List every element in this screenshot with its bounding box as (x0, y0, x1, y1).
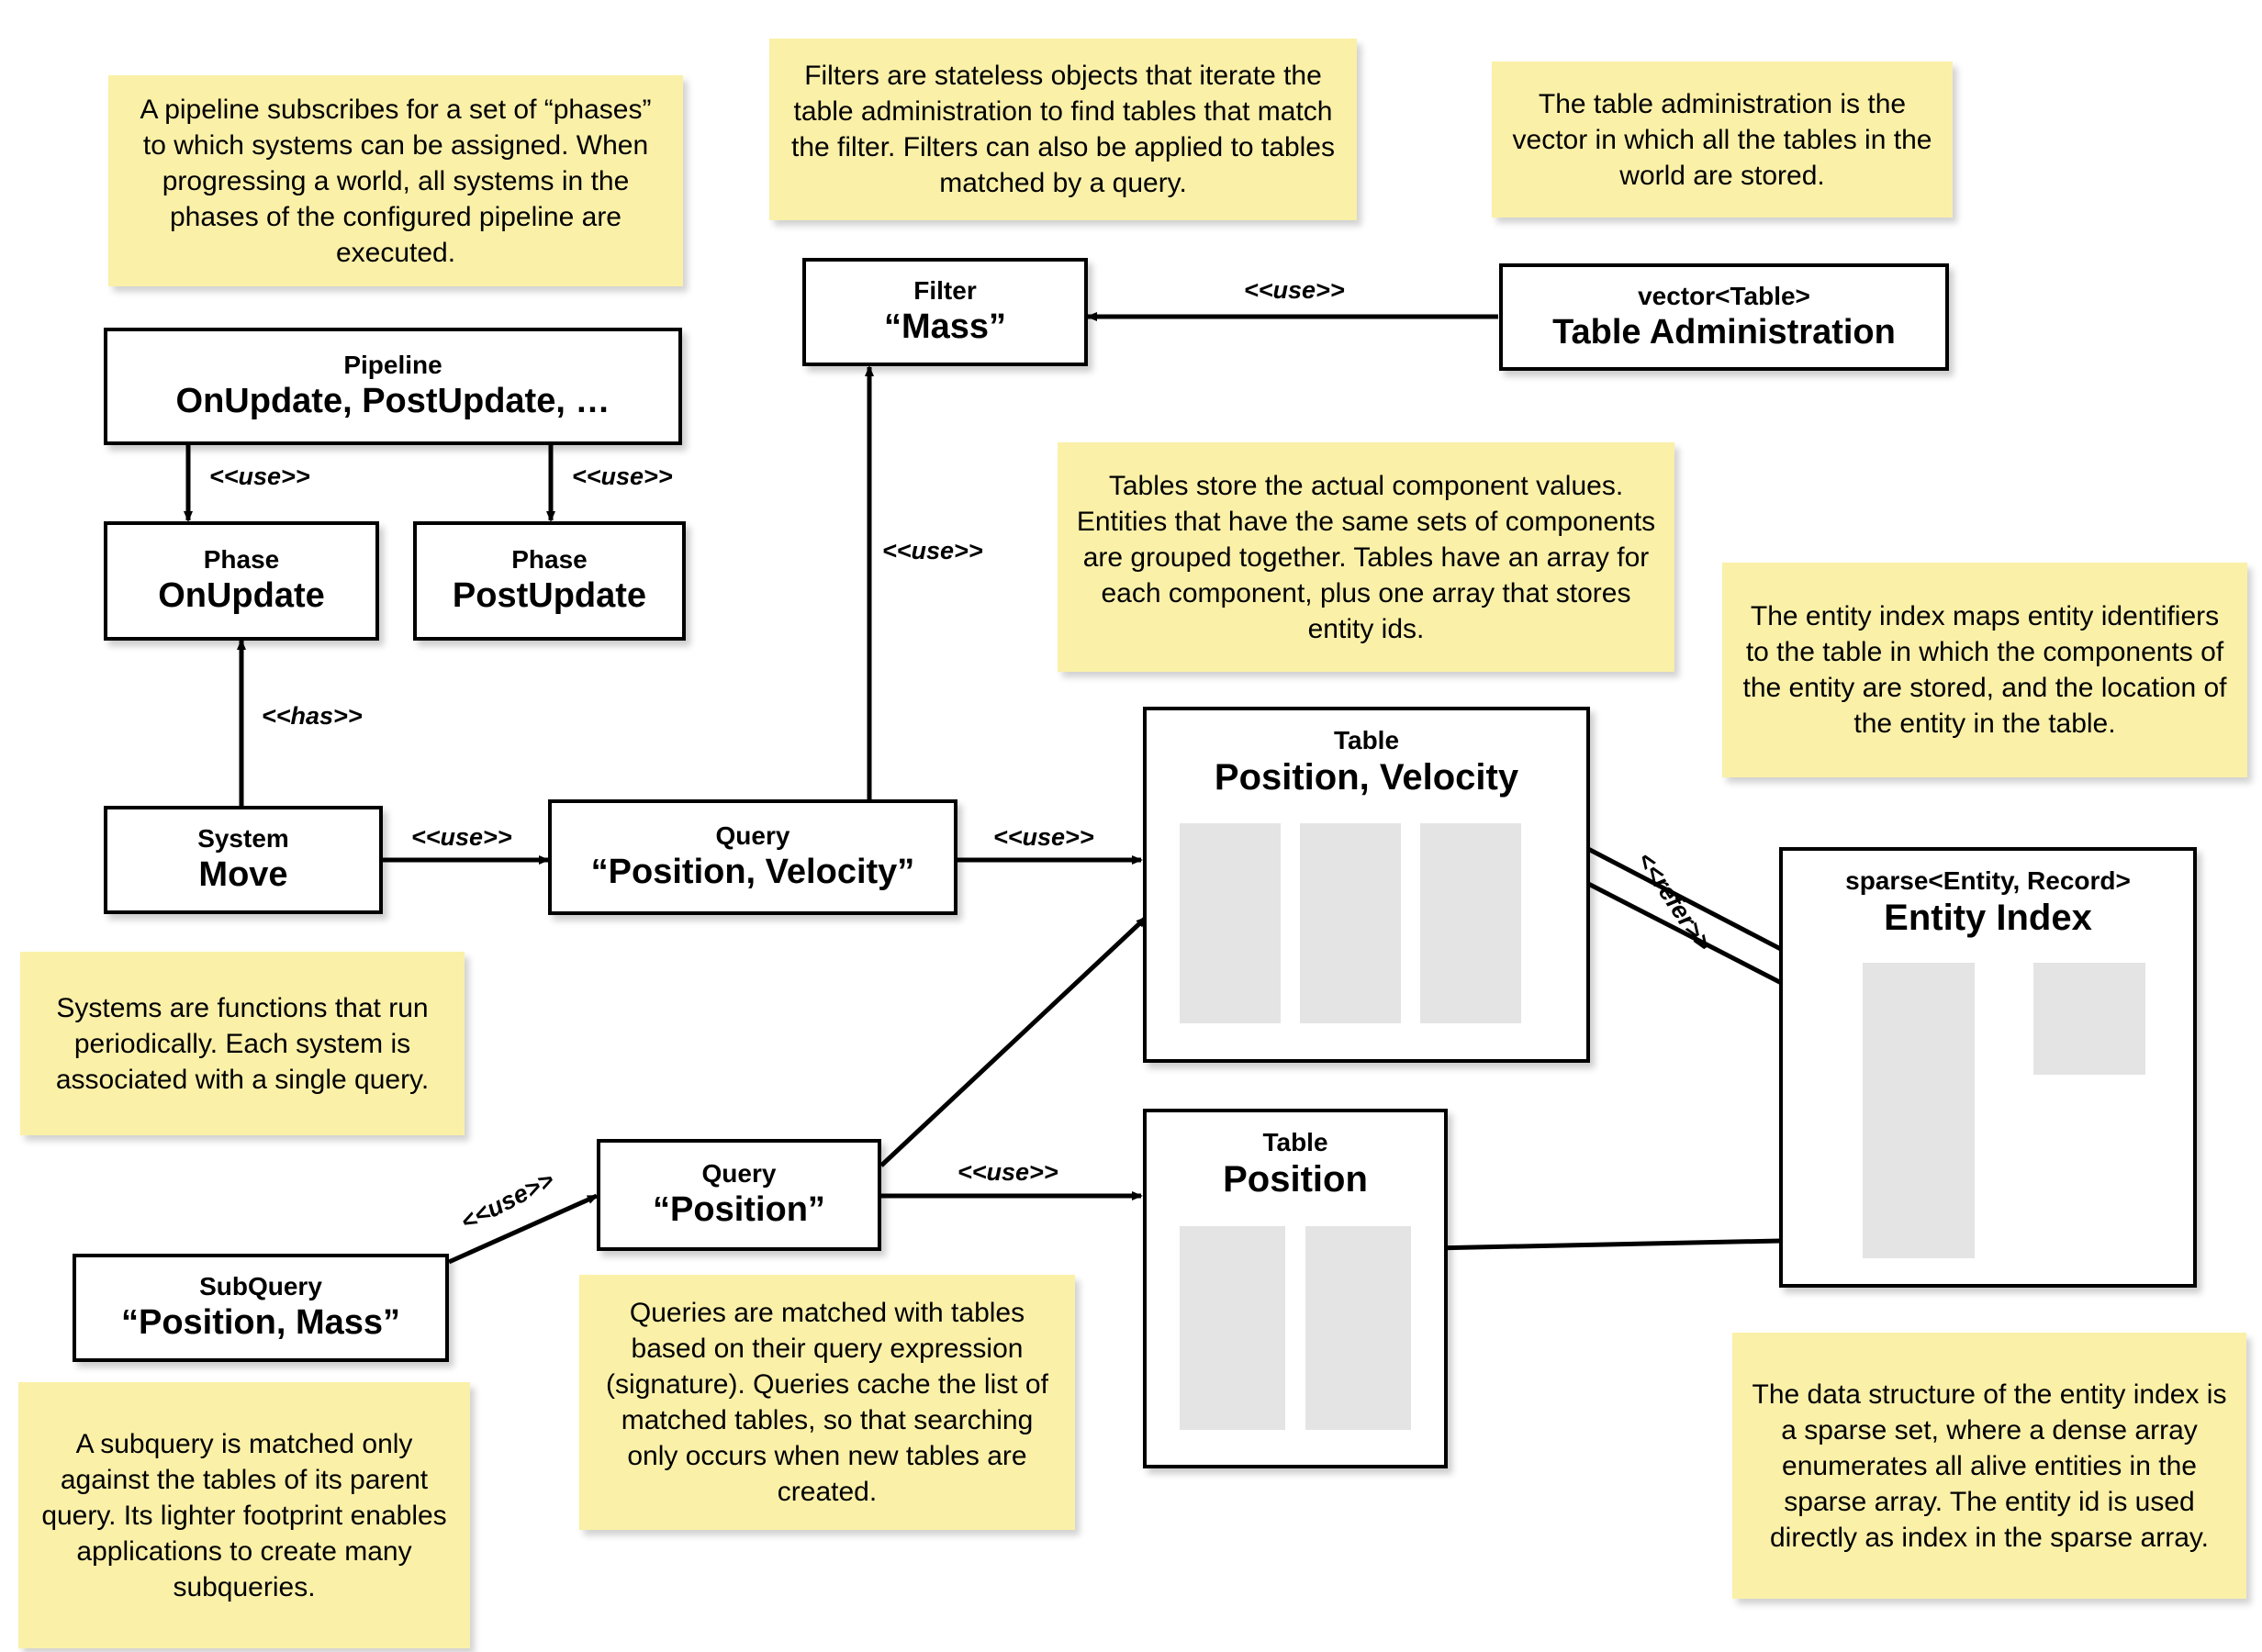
box-query-pv-title: “Position, Velocity” (590, 853, 915, 892)
box-query-p-stereotype: Query (701, 1159, 777, 1189)
box-filter-mass-title: “Mass” (883, 307, 1007, 347)
box-table-pv-stereotype: Table (1333, 726, 1400, 754)
box-query-position[interactable]: Query “Position” (597, 1139, 881, 1251)
box-table-pv-title: Position, Velocity (1214, 756, 1519, 798)
label-tableadmin-uses-filter: <<use>> (1244, 276, 1345, 304)
note-subquery: A subquery is matched only against the t… (18, 1382, 470, 1648)
box-phase-postupdate-title: PostUpdate (452, 576, 647, 616)
note-sparse-set-text: The data structure of the entity index i… (1752, 1379, 2227, 1553)
note-tables: Tables store the actual component values… (1058, 442, 1674, 672)
note-pipeline: A pipeline subscribes for a set of “phas… (108, 75, 683, 286)
box-query-pv-stereotype: Query (715, 821, 790, 851)
box-phase-onupdate-stereotype: Phase (203, 545, 280, 575)
box-query-position-velocity[interactable]: Query “Position, Velocity” (548, 799, 957, 915)
table-p-column-2 (1305, 1226, 1411, 1430)
box-filter-mass[interactable]: Filter “Mass” (802, 258, 1088, 366)
entity-index-dense-array (2033, 963, 2145, 1075)
note-filters-text: Filters are stateless objects that itera… (790, 61, 1335, 198)
box-table-administration-title: Table Administration (1552, 312, 1896, 352)
edge-queryp-tablepv (879, 916, 1148, 1167)
note-tables-text: Tables store the actual component values… (1076, 470, 1656, 644)
box-table-administration-stereotype: vector<Table> (1638, 281, 1810, 310)
label-query-uses-table: <<use>> (993, 823, 1094, 851)
entity-index-sparse-array (1863, 963, 1975, 1258)
box-entity-index-title: Entity Index (1884, 897, 2092, 938)
table-p-column-1 (1180, 1226, 1285, 1430)
box-system-move[interactable]: System Move (104, 806, 383, 914)
note-systems: Systems are functions that run periodica… (20, 952, 465, 1135)
box-subquery-title: “Position, Mass” (120, 1303, 401, 1343)
box-phase-postupdate[interactable]: Phase PostUpdate (413, 521, 686, 641)
box-query-p-title: “Position” (653, 1190, 825, 1230)
box-system-move-title: Move (198, 855, 288, 895)
label-entityindex-refers-table: <<refer>> (1631, 847, 1718, 956)
table-pv-column-1 (1180, 823, 1281, 1023)
box-phase-onupdate[interactable]: Phase OnUpdate (104, 521, 379, 641)
label-subquery-uses-query: <<use>> (456, 1166, 559, 1236)
label-query-uses-filter: <<use>> (882, 537, 983, 564)
label-pipeline-onupdate: <<use>> (209, 463, 310, 490)
box-subquery-position-mass[interactable]: SubQuery “Position, Mass” (73, 1254, 449, 1362)
note-queries-text: Queries are matched with tables based on… (606, 1298, 1048, 1507)
box-table-administration[interactable]: vector<Table> Table Administration (1499, 263, 1949, 371)
note-systems-text: Systems are functions that run periodica… (55, 992, 430, 1095)
box-table-p-title: Position (1223, 1158, 1368, 1200)
table-pv-column-2 (1300, 823, 1401, 1023)
label-pipeline-postupdate: <<use>> (572, 463, 673, 490)
note-filters: Filters are stateless objects that itera… (769, 39, 1357, 220)
box-entity-index-stereotype: sparse<Entity, Record> (1845, 866, 2131, 895)
box-subquery-stereotype: SubQuery (199, 1272, 322, 1301)
label-queryp-uses-tablep: <<use>> (957, 1158, 1058, 1186)
box-pipeline-title: OnUpdate, PostUpdate, … (175, 382, 610, 421)
box-filter-mass-stereotype: Filter (913, 276, 977, 306)
note-pipeline-text: A pipeline subscribes for a set of “phas… (140, 94, 652, 268)
box-pipeline[interactable]: Pipeline OnUpdate, PostUpdate, … (104, 328, 682, 445)
table-pv-columns (1180, 823, 1556, 1023)
box-phase-postupdate-stereotype: Phase (511, 545, 588, 575)
note-entity-index-text: The entity index maps entity identifiers… (1742, 601, 2227, 739)
note-entity-index: The entity index maps entity identifiers… (1722, 563, 2247, 777)
note-sparse-set: The data structure of the entity index i… (1732, 1333, 2246, 1599)
table-p-columns (1180, 1226, 1411, 1430)
table-pv-column-3 (1420, 823, 1521, 1023)
note-queries: Queries are matched with tables based on… (579, 1275, 1075, 1530)
label-system-uses-query: <<use>> (411, 823, 512, 851)
label-system-has-phase: <<has>> (262, 702, 363, 730)
note-table-administration: The table administration is the vector i… (1492, 61, 1953, 218)
box-pipeline-stereotype: Pipeline (343, 351, 442, 380)
note-table-administration-text: The table administration is the vector i… (1512, 88, 1932, 191)
note-subquery-text: A subquery is matched only against the t… (41, 1428, 447, 1602)
box-table-p-stereotype: Table (1262, 1128, 1328, 1156)
box-phase-onupdate-title: OnUpdate (158, 576, 325, 616)
box-system-move-stereotype: System (197, 824, 289, 854)
